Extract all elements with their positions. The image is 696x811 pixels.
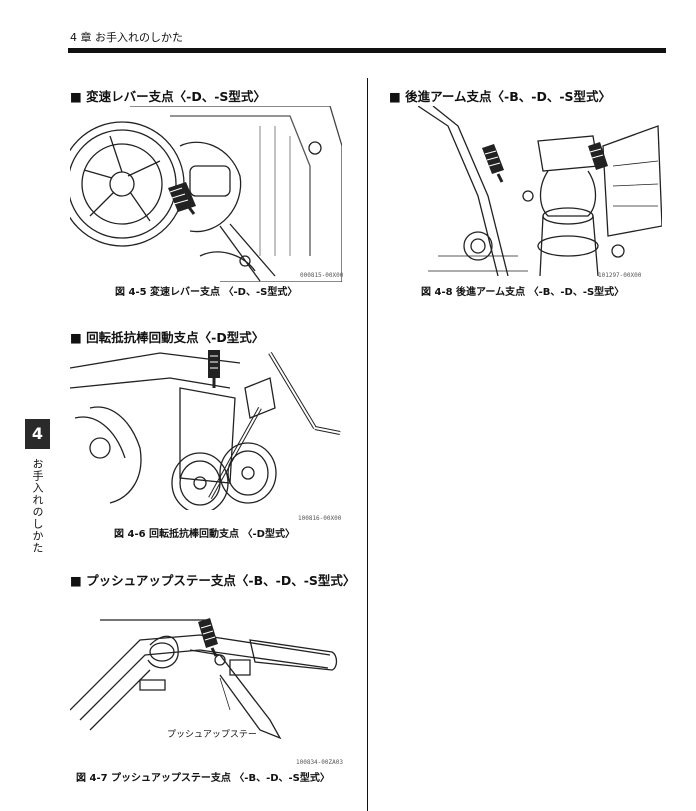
figure-code-4-6: 100816-00X00 [298,515,342,522]
figure-caption-4-5: 図 4-5 変速レバー支点 〈-D、-S型式〉 [115,287,298,298]
figure-caption-4-7: 図 4-7 プッシュアップステー支点 〈-B、-D、-S型式〉 [76,773,330,784]
section-title-shift-lever: ■ 変速レバー支点〈-D、-S型式〉 [70,89,266,104]
figure-reverse-arm [418,106,662,276]
figure-caption-4-8: 図 4-8 後進アーム支点 〈-B、-D、-S型式〉 [421,287,625,298]
header-rule [68,48,666,53]
chapter-tab-label: お手入れのしかた [31,458,44,554]
section-title-reverse-arm: ■ 後進アーム支点〈-B、-D、-S型式〉 [389,89,612,104]
figure-code-4-5: 000815-00X00 [300,272,344,279]
figure-push-up-stay [70,618,338,740]
figure-code-4-7: 100834-00ZA03 [296,759,343,766]
push-up-stay-callout: プッシュアップステー [167,730,257,740]
chapter-tab[interactable]: 4 [25,419,50,449]
figure-resistance-rod [70,350,341,510]
figure-code-4-8: 101297-00X00 [598,272,642,279]
figure-shift-lever [70,106,342,282]
section-title-push-up-stay: ■ プッシュアップステー支点〈-B、-D、-S型式〉 [70,573,356,588]
chapter-header: 4 章 お手入れのしかた [70,31,183,44]
figure-caption-4-6: 図 4-6 回転抵抗棒回動支点 〈-D型式〉 [114,529,295,540]
column-divider [367,78,368,811]
section-title-resistance-rod: ■ 回転抵抗棒回動支点〈-D型式〉 [70,330,265,345]
